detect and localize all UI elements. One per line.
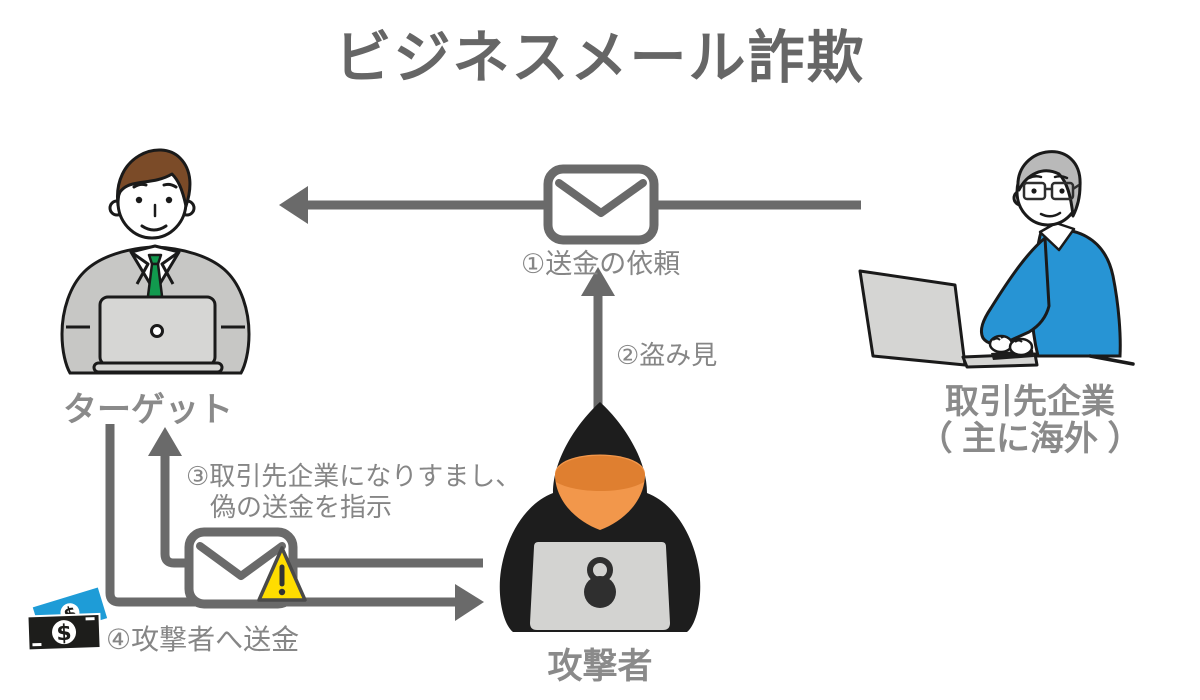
arrow-step1-head	[279, 186, 308, 224]
step2-label: ②盗み見	[616, 340, 718, 370]
hair	[116, 148, 192, 208]
arrow-step2-head	[581, 267, 615, 296]
banknote-black: $	[26, 612, 102, 652]
page-title: ビジネスメール詐欺	[334, 26, 866, 90]
sweater-arm	[979, 236, 1051, 346]
laptop-icon	[92, 295, 224, 374]
partner-illustration	[858, 150, 1135, 369]
step3-label-line1: ③取引先企業になりすまし、	[186, 461, 522, 491]
mail-warning-icon	[184, 527, 307, 609]
dollar-circle	[52, 620, 77, 645]
partner-label-line2: （ 主に海外 ）	[918, 420, 1142, 458]
step4-label: ④攻撃者へ送金	[106, 624, 300, 655]
arrow-step4-line	[105, 424, 455, 607]
target-illustration	[60, 148, 251, 375]
desk-line	[1088, 354, 1135, 366]
arrow-step4-head	[455, 584, 484, 621]
warning-triangle-icon	[257, 546, 307, 602]
arrow-step3-line	[160, 454, 483, 568]
arrow-step3-head	[148, 427, 182, 456]
hooded-face	[555, 454, 645, 530]
partner-label: 取引先企業 （ 主に海外 ）	[895, 384, 1165, 458]
glasses-icon	[1022, 181, 1080, 201]
partner-label-line1: 取引先企業	[945, 383, 1115, 421]
step1-label: ①送金の依頼	[521, 249, 681, 279]
hair	[1016, 150, 1082, 218]
target-label: ターゲット	[63, 391, 233, 429]
attacker-illustration	[499, 402, 701, 632]
step3-label: ③取引先企業になりすまし、 偽の送金を指示	[186, 461, 521, 523]
laptop-icon	[858, 269, 1039, 369]
svg-text:$: $	[56, 621, 72, 647]
step3-label-line2: 偽の送金を指示	[210, 492, 393, 522]
attacker-label: 攻撃者	[547, 647, 653, 686]
padlock-icon	[584, 557, 616, 608]
mail-icon	[543, 164, 659, 245]
money-icon: $ $	[26, 587, 108, 652]
